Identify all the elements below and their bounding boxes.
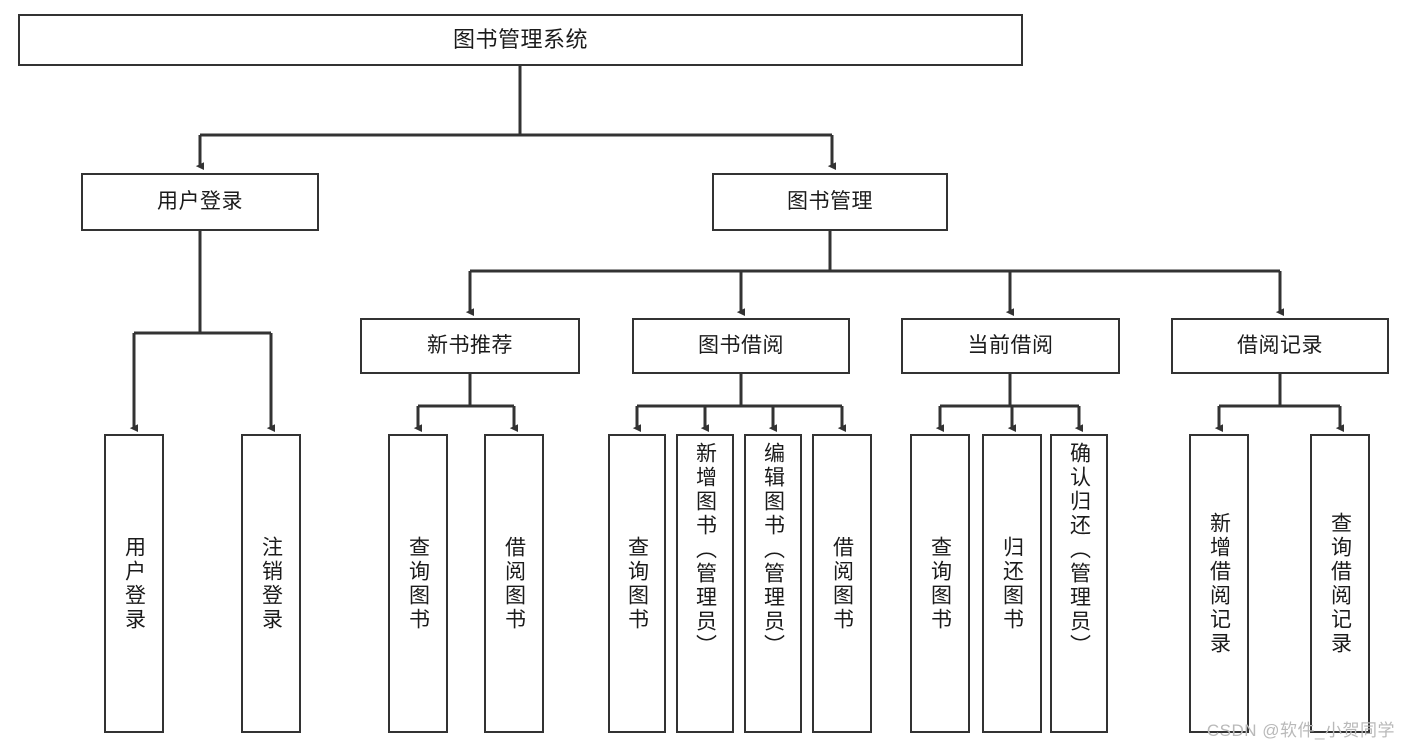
node-leaf-borrow-book-2-label: 借阅图书	[830, 535, 854, 632]
node-leaf-query-book-3-label: 查询图书	[928, 535, 952, 632]
node-leaf-confirm-return[interactable]: 确认归还（管理员）	[1050, 434, 1108, 733]
node-leaf-borrow-book-1[interactable]: 借阅图书	[484, 434, 544, 733]
node-leaf-query-book-2-label: 查询图书	[625, 535, 649, 632]
node-leaf-query-record[interactable]: 查询借阅记录	[1310, 434, 1370, 733]
node-leaf-edit-book[interactable]: 编辑图书（管理员）	[744, 434, 802, 733]
node-book-borrow[interactable]: 图书借阅	[632, 318, 850, 374]
node-book-manage-label: 图书管理	[787, 189, 873, 213]
node-new-book-recommend[interactable]: 新书推荐	[360, 318, 580, 374]
node-leaf-query-book-2[interactable]: 查询图书	[608, 434, 666, 733]
node-book-borrow-label: 图书借阅	[698, 333, 784, 357]
node-leaf-add-record-label: 新增借阅记录	[1207, 511, 1231, 656]
node-leaf-user-login-label: 用户登录	[122, 535, 146, 632]
node-leaf-query-book-3[interactable]: 查询图书	[910, 434, 970, 733]
node-leaf-query-record-label: 查询借阅记录	[1328, 511, 1352, 656]
node-new-book-recommend-label: 新书推荐	[427, 333, 513, 357]
node-leaf-logout-label: 注销登录	[259, 535, 283, 632]
node-leaf-return-book-label: 归还图书	[1000, 535, 1024, 632]
node-leaf-query-book-1[interactable]: 查询图书	[388, 434, 448, 733]
node-leaf-borrow-book-2[interactable]: 借阅图书	[812, 434, 872, 733]
node-root-label: 图书管理系统	[452, 27, 588, 53]
node-user-login[interactable]: 用户登录	[81, 173, 319, 231]
node-borrow-record[interactable]: 借阅记录	[1171, 318, 1389, 374]
node-leaf-add-book-label: 新增图书（管理员）	[693, 442, 717, 658]
node-book-manage[interactable]: 图书管理	[712, 173, 948, 231]
node-leaf-query-book-1-label: 查询图书	[406, 535, 430, 632]
node-root[interactable]: 图书管理系统	[18, 14, 1023, 66]
node-leaf-add-book[interactable]: 新增图书（管理员）	[676, 434, 734, 733]
node-borrow-record-label: 借阅记录	[1237, 333, 1323, 357]
node-leaf-logout[interactable]: 注销登录	[241, 434, 301, 733]
node-leaf-user-login[interactable]: 用户登录	[104, 434, 164, 733]
node-leaf-borrow-book-1-label: 借阅图书	[502, 535, 526, 632]
csdn-watermark: CSDN @软件_小贺同学	[1206, 721, 1395, 740]
node-leaf-return-book[interactable]: 归还图书	[982, 434, 1042, 733]
node-leaf-edit-book-label: 编辑图书（管理员）	[761, 442, 785, 658]
node-user-login-label: 用户登录	[157, 189, 243, 213]
node-leaf-confirm-return-label: 确认归还（管理员）	[1067, 442, 1091, 658]
node-current-borrow-label: 当前借阅	[967, 333, 1054, 357]
node-current-borrow[interactable]: 当前借阅	[901, 318, 1120, 374]
node-leaf-add-record[interactable]: 新增借阅记录	[1189, 434, 1249, 733]
